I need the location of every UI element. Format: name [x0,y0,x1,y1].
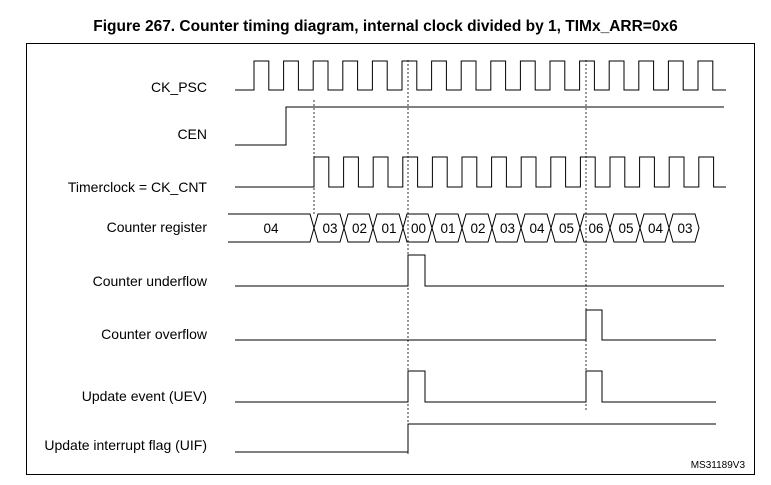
counter-cell-8 [520,213,552,243]
counter-register-bus: 04 03 02 01 00 01 02 03 04 05 06 05 04 03 [228,213,700,243]
label-counter-overflow: Counter overflow [101,326,208,342]
counter-value-7: 03 [500,221,515,236]
counter-value-10: 06 [588,221,603,236]
wave-update-event [235,370,716,403]
counter-value-1: 03 [322,221,337,236]
label-ck-psc: CK_PSC [151,79,207,95]
label-counter-underflow: Counter underflow [93,273,208,289]
counter-value-0: 04 [263,221,279,236]
counter-value-8: 04 [529,221,545,236]
counter-cell-10 [579,213,611,243]
label-uif: Update interrupt flag (UIF) [44,437,207,453]
figure-title: Figure 267. Counter timing diagram, inte… [93,18,678,35]
counter-cell-5 [431,213,463,243]
counter-cell-12 [639,213,670,243]
counter-cell-7 [491,213,522,243]
counter-value-5: 01 [440,221,455,236]
diagram-frame [26,43,755,475]
label-update-event: Update event (UEV) [82,388,207,404]
counter-value-12: 04 [648,221,664,236]
label-cen: CEN [177,126,207,142]
counter-cell-3 [372,213,404,243]
counter-value-11: 05 [618,221,633,236]
counter-value-6: 02 [470,221,485,236]
counter-value-9: 05 [559,221,574,236]
wave-ck-psc [235,60,726,91]
counter-value-2: 02 [352,221,367,236]
wave-uif [235,423,716,453]
counter-cell-2 [343,213,374,243]
label-timerclock: Timerclock = CK_CNT [68,179,208,195]
counter-cell-1 [313,213,345,243]
counter-value-13: 03 [677,221,692,236]
label-counter-register: Counter register [107,219,208,235]
figure-reference-id: MS31189V3 [691,460,746,471]
counter-value-4: 00 [411,221,426,236]
counter-cell-13 [668,213,700,243]
wave-timerclock [235,156,726,188]
counter-cell-6 [461,213,493,243]
counter-cell-11 [609,213,641,243]
counter-cell-4 [402,213,433,243]
wave-cen [235,106,724,146]
counter-value-3: 01 [381,221,396,236]
wave-counter-underflow [235,254,724,287]
counter-cell-9 [550,213,581,243]
wave-counter-overflow [235,309,716,341]
